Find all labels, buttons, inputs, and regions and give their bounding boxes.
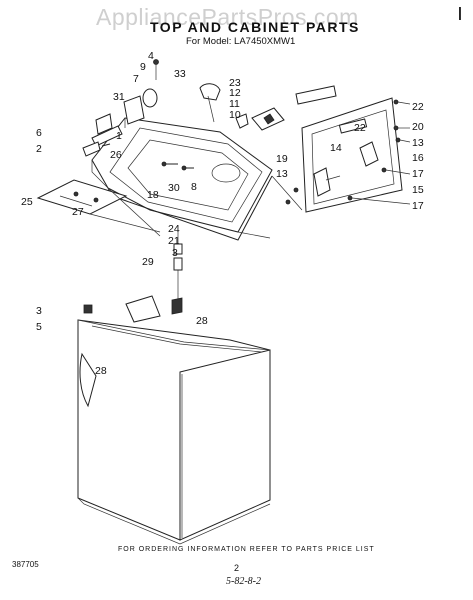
callout-17a: 17: [412, 168, 424, 180]
callout-15: 15: [412, 184, 424, 196]
callout-22a: 22: [412, 101, 424, 113]
callout-33: 33: [174, 68, 186, 80]
callout-20: 20: [412, 121, 424, 133]
callout-29: 29: [142, 256, 154, 268]
lid-bracket: [36, 179, 128, 215]
watermark: AppliancePartsPros.com: [96, 4, 359, 30]
callout-1: 1: [116, 130, 122, 142]
top-screws: [101, 143, 194, 171]
handwritten-date: 5-82-8-2: [226, 576, 261, 587]
corner-mark: |: [458, 4, 462, 20]
cabinet-clips: [83, 243, 183, 323]
callout-30: 30: [168, 182, 180, 194]
callout-13b: 13: [276, 168, 288, 180]
callout-3a: 3: [172, 247, 178, 259]
model-line: For Model: LA7450XMW1: [186, 36, 296, 47]
callout-5: 5: [36, 321, 42, 333]
callout-21: 21: [168, 235, 180, 247]
callout-9: 9: [140, 61, 146, 73]
callout-25: 25: [21, 196, 33, 208]
callout-10: 10: [229, 109, 241, 121]
diagram-title: TOP AND CABINET PARTS: [150, 19, 360, 35]
callout-28b: 28: [95, 365, 107, 377]
callout-12: 12: [229, 87, 241, 99]
callout-26: 26: [110, 149, 122, 161]
document-number: 387705: [12, 560, 39, 569]
callout-4: 4: [148, 50, 154, 62]
cabinet-body: [77, 319, 271, 545]
callout-2: 2: [36, 143, 42, 155]
callout-7: 7: [133, 73, 139, 85]
panel-screws: [285, 99, 411, 205]
callouts: 4 9 7 33 31 1 6 2 26 30 8 18 25 27 24 21…: [21, 50, 424, 377]
callout-23: 23: [229, 77, 241, 89]
callout-24: 24: [168, 223, 180, 235]
leader-lines: [89, 175, 303, 300]
callout-22b: 22: [354, 122, 366, 134]
callout-8: 8: [191, 181, 197, 193]
callout-14: 14: [330, 142, 342, 154]
callout-6: 6: [36, 127, 42, 139]
hinge-parts: [82, 59, 221, 157]
callout-18: 18: [147, 189, 159, 201]
callout-3b: 3: [36, 305, 42, 317]
page-number: 2: [234, 563, 240, 573]
callout-13a: 13: [412, 137, 424, 149]
callout-31: 31: [113, 91, 125, 103]
callout-17b: 17: [412, 200, 424, 212]
callout-16: 16: [412, 152, 424, 164]
callout-11: 11: [229, 98, 240, 110]
rear-panel: [235, 85, 403, 213]
callout-27: 27: [72, 206, 84, 218]
callout-28a: 28: [196, 315, 208, 327]
callout-19: 19: [276, 153, 288, 165]
ordering-note: FOR ORDERING INFORMATION REFER TO PARTS …: [118, 546, 375, 553]
